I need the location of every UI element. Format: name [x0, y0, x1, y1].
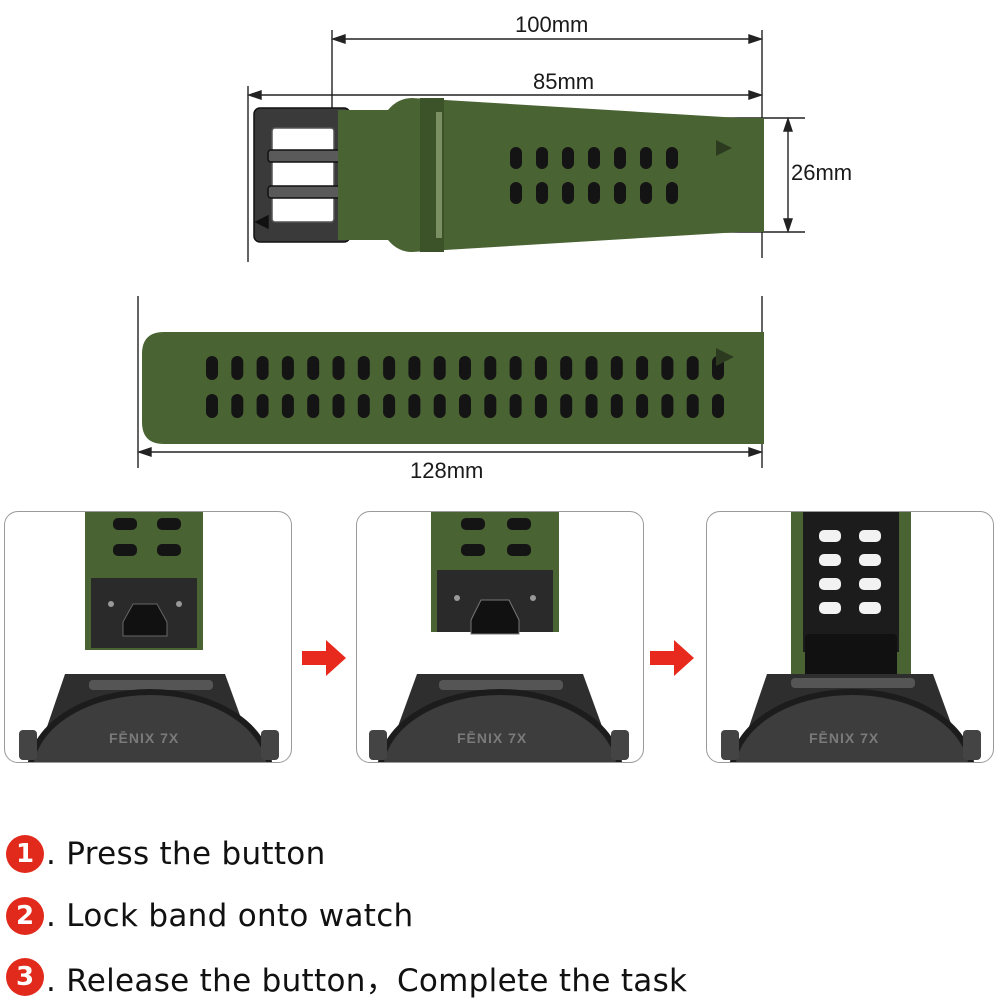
strap-hole	[357, 394, 370, 418]
strap-hole	[307, 356, 320, 380]
step-text: . Release the button，Complete the task	[46, 962, 688, 999]
strap-hole	[661, 394, 674, 418]
strap-hole	[281, 356, 294, 380]
strap-hole	[256, 394, 269, 418]
strap-hole	[686, 394, 699, 418]
strap-hole	[610, 394, 623, 418]
strap-hole	[357, 356, 370, 380]
step-number-badge: 1	[6, 835, 44, 873]
strap-hole	[231, 356, 244, 380]
strap-hole	[408, 394, 421, 418]
strap-hole	[206, 394, 218, 418]
dimension-85mm: 85mm	[533, 69, 595, 94]
long-strap-holes	[206, 356, 724, 418]
step-number-badge: 3	[6, 958, 44, 996]
strap-hole	[585, 356, 598, 380]
watch-label: FĒNIX 7X	[809, 730, 880, 746]
strap-hole	[332, 356, 345, 380]
strap-hole	[433, 394, 446, 418]
strap-hole	[459, 356, 471, 380]
strap-hole	[459, 394, 471, 418]
strap-hole	[636, 356, 649, 380]
step-2: 2 . Lock band onto watch	[6, 894, 414, 938]
short-strap-body	[338, 98, 764, 252]
step-3: 3 . Release the button，Complete the task	[6, 955, 687, 999]
direction-marker	[716, 348, 734, 366]
short-strap-holes	[510, 147, 678, 204]
strap-hole	[534, 394, 547, 418]
watch-label: FĒNIX 7X	[457, 730, 528, 746]
strap-hole	[661, 356, 674, 380]
buckle	[253, 107, 351, 243]
short-strap-diagram	[246, 30, 805, 262]
panel-illustration	[369, 512, 629, 762]
strap-hole	[712, 394, 724, 418]
step-1: 1 . Press the button	[6, 832, 326, 876]
strap-hole	[484, 394, 497, 418]
strap-hole	[408, 356, 421, 380]
step-text: . Lock band onto watch	[46, 898, 414, 934]
dimension-26mm: 26mm	[791, 160, 853, 185]
dimension-128mm: 128mm	[410, 458, 484, 483]
step-panel-1: FĒNIX 7X	[4, 511, 292, 763]
arrow-icon	[650, 640, 694, 676]
watch-label: FĒNIX 7X	[109, 730, 180, 746]
strap-hole	[383, 394, 396, 418]
strap-hole	[509, 356, 522, 380]
strap-hole	[509, 394, 522, 418]
dimension-100mm: 100mm	[515, 12, 589, 37]
strap-hole	[206, 356, 218, 380]
step-panel-2: FĒNIX 7X	[356, 511, 644, 763]
strap-hole	[332, 394, 345, 418]
step-panel-3: FĒNIX 7X	[706, 511, 994, 763]
strap-hole	[231, 394, 244, 418]
step-text: . Press the button	[46, 836, 326, 872]
long-strap-diagram	[136, 296, 764, 468]
strap-hole	[560, 394, 573, 418]
strap-hole	[256, 356, 269, 380]
strap-hole	[433, 356, 446, 380]
long-strap-body	[142, 332, 764, 444]
strap-hole	[686, 356, 699, 380]
strap-hole	[383, 356, 396, 380]
strap-hole	[610, 356, 623, 380]
strap-hole	[307, 394, 320, 418]
strap-hole	[281, 394, 294, 418]
step-number-badge: 2	[6, 897, 44, 935]
strap-hole	[560, 356, 573, 380]
strap-hole	[534, 356, 547, 380]
strap-hole	[484, 356, 497, 380]
arrow-icon	[302, 640, 346, 676]
direction-marker	[716, 140, 732, 156]
panel-illustration	[721, 512, 981, 762]
strap-hole	[636, 394, 649, 418]
panel-illustration	[19, 512, 279, 762]
strap-hole	[585, 394, 598, 418]
